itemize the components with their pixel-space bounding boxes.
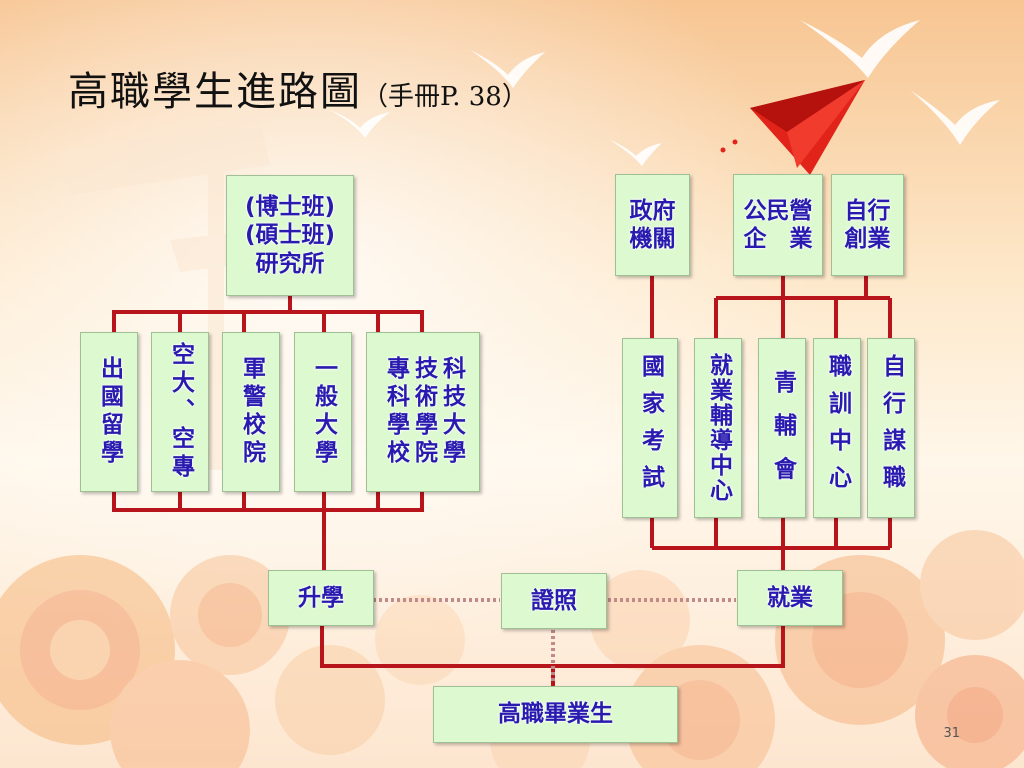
work-top-label: 自行 創業 — [844, 197, 891, 252]
study-path-label: 出國留學 — [96, 356, 123, 468]
study-path-label: 科技大學 — [438, 356, 465, 468]
title-reference: （手冊P. 38） — [362, 82, 528, 112]
graduate-school-box: (博士班) (碩士班) 研究所 — [226, 175, 354, 296]
self-employment-box: 自行 創業 — [831, 174, 904, 276]
vocational-graduate-label: 高職畢業生 — [498, 701, 613, 728]
further-study-box: 升學 — [268, 570, 374, 626]
study-abroad-box: 出國留學 — [80, 332, 138, 492]
self-job-search-box: 自行謀職 — [867, 338, 915, 518]
page-number: 31 — [943, 726, 960, 741]
certificate-box: 證照 — [501, 573, 607, 629]
employment-service-center-box: 就業輔導中心 — [694, 338, 742, 518]
employment-label: 就業 — [767, 584, 813, 611]
study-path-label: 空大、空專 — [167, 342, 194, 482]
paper-plane-icon — [720, 80, 865, 175]
study-path-label: 專科學校 — [382, 356, 409, 468]
further-study-label: 升學 — [298, 584, 344, 611]
work-top-label: 政府 機關 — [629, 197, 676, 252]
certificate-label: 證照 — [531, 587, 577, 614]
work-path-label: 國家考試 — [637, 354, 664, 502]
slide-title: 高職學生進路圖（手冊P. 38） — [68, 72, 528, 112]
work-path-label: 青 輔 會 — [769, 370, 796, 486]
work-path-label: 自行謀職 — [878, 354, 905, 502]
general-university-box: 一般大學 — [294, 332, 352, 492]
work-top-label: 公民營 企 業 — [743, 197, 813, 252]
military-police-academy-box: 軍警校院 — [222, 332, 280, 492]
seagull-icon — [330, 20, 1000, 166]
work-path-label: 就業輔導中心 — [705, 353, 732, 503]
study-path-label: 一般大學 — [310, 356, 337, 468]
open-university-box: 空大、空專 — [151, 332, 209, 492]
youth-counsel-box: 青 輔 會 — [758, 338, 806, 518]
government-agency-box: 政府 機關 — [615, 174, 690, 276]
national-exam-box: 國家考試 — [622, 338, 678, 518]
vocational-graduate-box: 高職畢業生 — [433, 686, 678, 743]
study-path-label: 軍警校院 — [238, 356, 265, 468]
graduate-school-label: (博士班) (碩士班) 研究所 — [244, 194, 336, 277]
vocational-training-box: 職訓中心 — [813, 338, 861, 518]
study-path-label: 技術學院 — [410, 356, 437, 468]
public-private-enterprise-box: 公民營 企 業 — [733, 174, 823, 276]
work-path-label: 職訓中心 — [824, 354, 851, 502]
technology-schools-box: 科技大學 技術學院 專科學校 — [366, 332, 480, 492]
employment-box: 就業 — [737, 570, 843, 626]
title-main: 高職學生進路圖 — [68, 69, 362, 115]
